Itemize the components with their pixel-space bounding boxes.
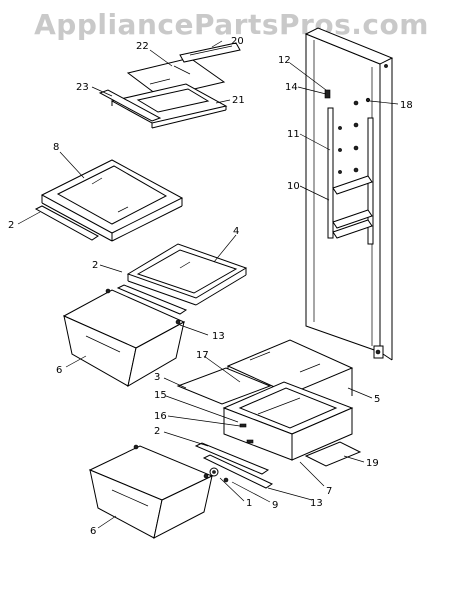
- callout-18: 18: [400, 100, 413, 111]
- callout-23: 23: [76, 82, 89, 93]
- callout-2-cover: 2: [92, 260, 98, 271]
- callout-16: 16: [154, 411, 167, 422]
- callout-14: 14: [285, 82, 298, 93]
- callout-5: 5: [374, 394, 380, 405]
- callout-7: 7: [326, 486, 332, 497]
- callout-9: 9: [272, 500, 278, 511]
- leader-lines: [17, 40, 399, 529]
- callout-13-upper: 13: [212, 331, 225, 342]
- callout-22: 22: [136, 41, 149, 52]
- cabinet-liner-section: [304, 27, 394, 361]
- crisper-drawer-upper: [62, 288, 186, 387]
- callout-labels: 20 22 23 21 12 14 18 11 10 8 2 4 2 13 6 …: [8, 36, 413, 537]
- callout-2-upper: 2: [8, 220, 14, 231]
- callout-1: 1: [246, 498, 252, 509]
- callout-3: 3: [154, 372, 160, 383]
- callout-6-upper: 6: [56, 365, 62, 376]
- callout-20: 20: [231, 36, 244, 47]
- callout-10: 10: [287, 181, 300, 192]
- crisper-drawer-lower: [88, 444, 214, 539]
- callout-4: 4: [233, 226, 239, 237]
- callout-11: 11: [287, 129, 300, 140]
- glass-shelf-8: [34, 159, 184, 242]
- crisper-cover-4: [116, 243, 248, 315]
- callout-17: 17: [196, 350, 209, 361]
- callout-15: 15: [154, 390, 167, 401]
- crisper-assembly-lower: [176, 339, 362, 489]
- callout-13-lower: 13: [310, 498, 323, 509]
- callout-19: 19: [366, 458, 379, 469]
- callout-2-lower: 2: [154, 426, 160, 437]
- callout-8: 8: [53, 142, 59, 153]
- callout-6-lower: 6: [90, 526, 96, 537]
- callout-21: 21: [232, 95, 245, 106]
- callout-12: 12: [278, 55, 291, 66]
- glass-shelf-assembly-top: [98, 42, 241, 129]
